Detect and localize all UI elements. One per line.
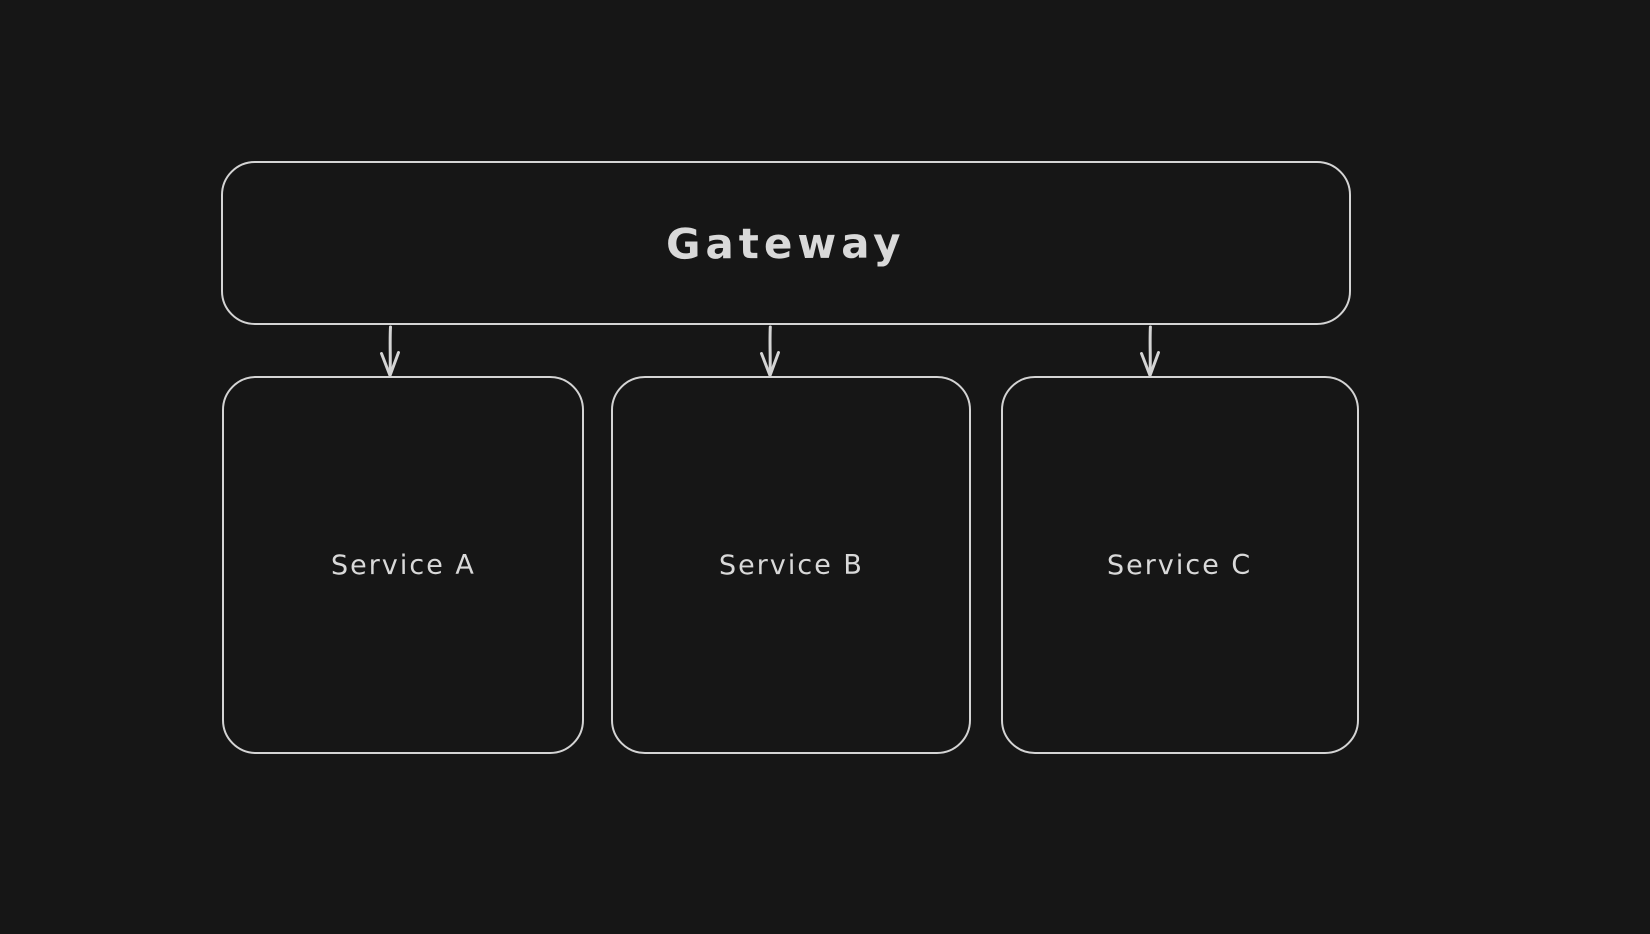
node-service-a-label: Service A — [330, 549, 476, 581]
node-gateway-label: Gateway — [666, 217, 906, 269]
node-service-b-label: Service B — [718, 549, 864, 581]
arrow-gateway-to-service-c[interactable] — [1140, 325, 1160, 377]
node-service-c[interactable]: Service C — [1001, 376, 1359, 754]
node-service-c-label: Service C — [1107, 549, 1253, 581]
node-gateway[interactable]: Gateway — [221, 161, 1351, 325]
arrow-gateway-to-service-a[interactable] — [380, 325, 400, 377]
node-service-a[interactable]: Service A — [222, 376, 584, 754]
arrow-gateway-to-service-b[interactable] — [760, 325, 780, 377]
node-service-b[interactable]: Service B — [611, 376, 971, 754]
